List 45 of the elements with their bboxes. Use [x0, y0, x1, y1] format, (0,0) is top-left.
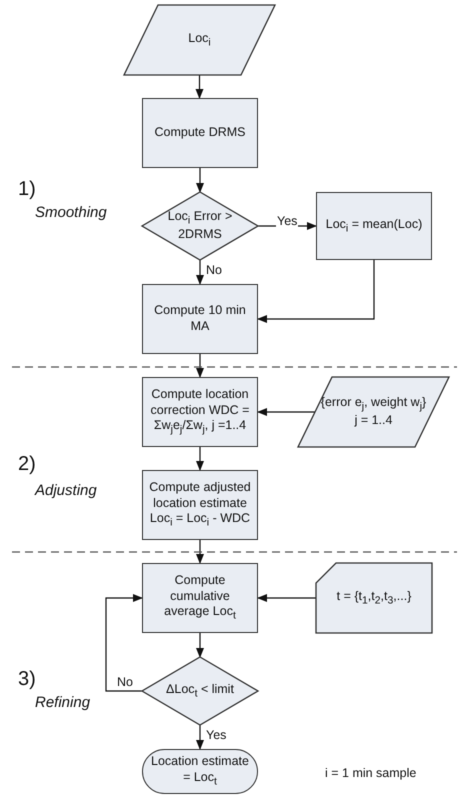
edge-label: Yes — [276, 215, 298, 229]
node-text: Compute cumulative average Loc$_{t}$ — [163, 573, 237, 623]
node-text: Compute adjusted location estimate Loc$_{i}$ = Loc$_{i}$ - WDC — [148, 480, 252, 530]
node-text: Compute 10 min MA — [153, 303, 247, 335]
process-box — [142, 284, 258, 354]
arrow — [257, 408, 315, 416]
section-label: Refining — [35, 694, 90, 711]
node-text: Loc$_{i}$ = mean(Loc) — [324, 216, 424, 236]
arrow — [196, 260, 204, 285]
section-label: Smoothing — [35, 204, 107, 221]
node-text: Compute location correction WDC = Σw$_{j}$e$_{j}$/Σw$_{j}$, j =1..4 — [150, 387, 250, 437]
arrow — [196, 447, 204, 471]
node-text: Loc$_{i}$ Error > 2DRMS — [166, 208, 234, 244]
decision-diamond — [142, 192, 258, 260]
process-box — [142, 470, 258, 540]
callout-number: 1) — [18, 178, 36, 201]
process-box — [316, 192, 432, 260]
arrow — [196, 354, 204, 378]
node-text: t = {t$_{1}$,t$_{2}$,t$_{3}$,...} — [336, 588, 412, 608]
node-text: Location estimate = Loc$_{t}$ — [150, 754, 250, 789]
arrow — [257, 594, 316, 602]
arrow — [196, 75, 204, 99]
callout-number: 2) — [18, 453, 36, 476]
arrow — [105, 594, 143, 692]
node-text: ΔLoc$_{t}$ < limit — [165, 682, 235, 700]
node-text: {error e$_{j}$, weight w$_{j}$} j = 1..4 — [320, 394, 428, 430]
decision-diamond — [142, 657, 258, 725]
arrow — [258, 222, 317, 230]
arrow — [196, 168, 204, 193]
arrow — [196, 540, 204, 564]
card-shape — [316, 563, 432, 633]
note: i = 1 min sample — [325, 766, 416, 780]
section-label: Adjusting — [35, 482, 97, 499]
process-box — [142, 377, 258, 447]
input-parallelogram — [124, 5, 275, 75]
arrow — [196, 633, 204, 658]
arrow — [257, 260, 375, 323]
process-box — [142, 563, 258, 633]
node-text: Loc$_{i}$ — [187, 30, 212, 50]
terminator — [142, 749, 258, 794]
callout-number: 3) — [18, 668, 36, 691]
input-parallelogram — [298, 377, 449, 447]
arrow — [196, 725, 204, 750]
process-box — [142, 98, 258, 168]
node-text: Compute DRMS — [154, 125, 246, 141]
